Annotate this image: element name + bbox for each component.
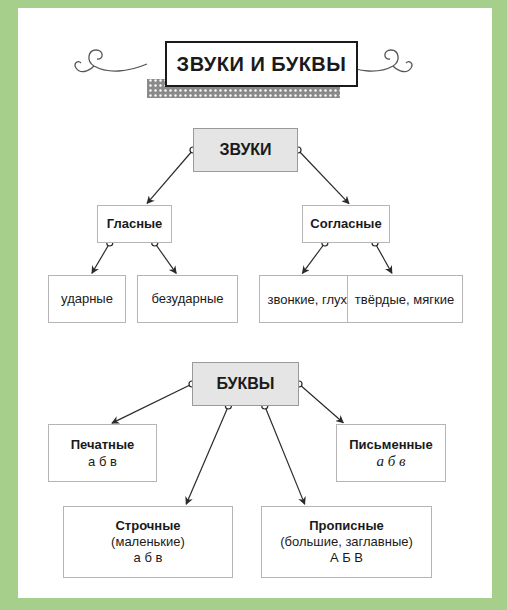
node-example: а б в <box>376 453 405 470</box>
term-box: безударные <box>137 275 238 323</box>
node-label: ударные <box>61 291 113 307</box>
term-box: твёрдые, мягкие <box>347 275 463 323</box>
node-example: А Б В <box>330 550 363 566</box>
swirl-left-small <box>75 62 94 72</box>
category-box: ЗВУКИ <box>193 128 298 172</box>
arrow-connector <box>112 384 192 423</box>
node-label: безударные <box>152 291 224 307</box>
node-example: (маленькие) <box>111 534 185 550</box>
term-box: Печатныеа б в <box>48 424 157 482</box>
arrow-connector <box>299 384 343 423</box>
arrow-connector <box>298 150 349 204</box>
node-example: а б в <box>88 453 117 470</box>
term-box: ударные <box>48 275 126 323</box>
node-label: Согласные <box>310 216 381 232</box>
node-label: Прописные <box>309 518 383 534</box>
category-box: БУКВЫ <box>192 362 299 406</box>
node-label: твёрдые, мягкие <box>355 291 454 308</box>
node-example: (большие, заглавные) <box>280 534 413 550</box>
term-box: Гласные <box>97 205 172 243</box>
term-box: Строчные(маленькие)а б в <box>63 506 233 578</box>
arrow-connector <box>265 406 305 504</box>
arrow-connector <box>375 243 392 273</box>
arrow-connector <box>186 406 228 504</box>
node-label: ЗВУКИ <box>219 140 271 160</box>
node-label: БУКВЫ <box>216 374 274 394</box>
title-box: ЗВУКИ И БУКВЫ <box>165 41 358 87</box>
page-panel: ЗВУКИ И БУКВЫ ЗВУКИ Гласные Согласные ударн… <box>18 8 492 598</box>
node-label: Печатные <box>71 436 135 453</box>
node-label: Гласные <box>107 216 163 232</box>
node-label: Письменные <box>349 436 432 453</box>
arrow-connector <box>155 243 176 273</box>
term-box: Прописные(большие, заглавные)А Б В <box>261 506 432 578</box>
node-example: а б в <box>134 550 163 566</box>
title-text: ЗВУКИ И БУКВЫ <box>177 53 347 76</box>
arrow-connector <box>147 150 193 203</box>
swirl-right-small <box>393 62 412 72</box>
term-box: Письменныеа б в <box>336 424 446 482</box>
swirl-left <box>89 50 147 71</box>
node-label: Строчные <box>115 518 180 534</box>
arrow-connector <box>302 243 325 273</box>
term-box: Согласные <box>302 205 390 243</box>
arrow-connector <box>92 243 110 273</box>
